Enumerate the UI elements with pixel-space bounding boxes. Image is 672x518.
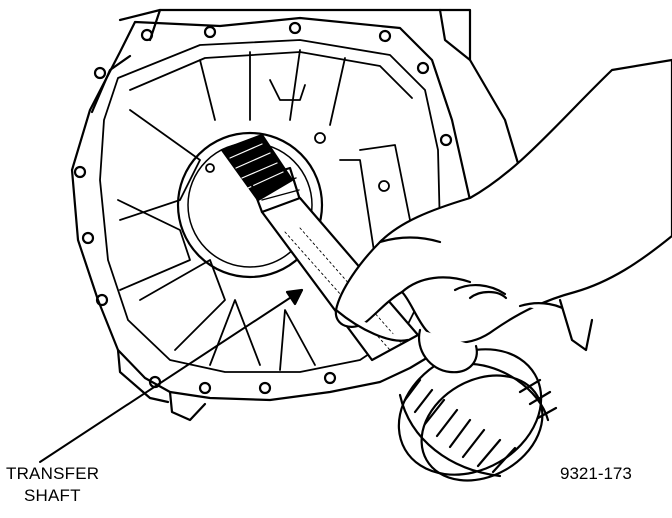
- callout-leader: [39, 288, 304, 463]
- technician-hand: [334, 58, 672, 374]
- transfer-shaft: [220, 133, 420, 362]
- callout-label-shaft: SHAFT: [24, 486, 81, 505]
- figure-number: 9321-173: [560, 464, 632, 483]
- callout-label-transfer: TRANSFER: [6, 464, 100, 483]
